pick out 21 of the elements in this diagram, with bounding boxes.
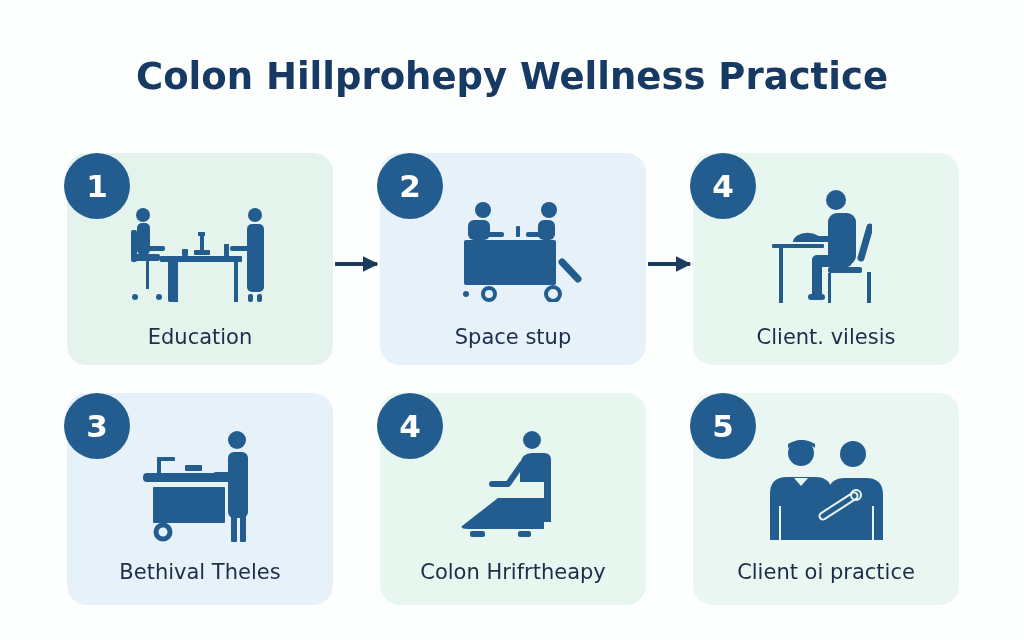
step-label: Client oi practice [737, 559, 915, 586]
step-card [693, 153, 959, 365]
step-label: Space stup [454, 324, 572, 351]
arrow [335, 256, 379, 272]
step-card [380, 153, 646, 365]
step-number: 2 [377, 153, 443, 219]
step-label: Colon Hrifrtheapy [420, 559, 606, 586]
step-number: 3 [64, 393, 130, 459]
step-number: 4 [377, 393, 443, 459]
step-card [380, 393, 646, 605]
step-label: Bethival Theles [119, 559, 281, 586]
step-card [67, 393, 333, 605]
step-number: 4 [690, 153, 756, 219]
step-card [67, 153, 333, 365]
step-card [693, 393, 959, 605]
step-number: 1 [64, 153, 130, 219]
diagram-title: Colon Hillprohepy Wellness Practice [136, 54, 888, 100]
step-label: Education [147, 324, 253, 351]
arrow [648, 256, 692, 272]
step-number: 5 [690, 393, 756, 459]
step-label: Client. vilesis [756, 324, 896, 351]
